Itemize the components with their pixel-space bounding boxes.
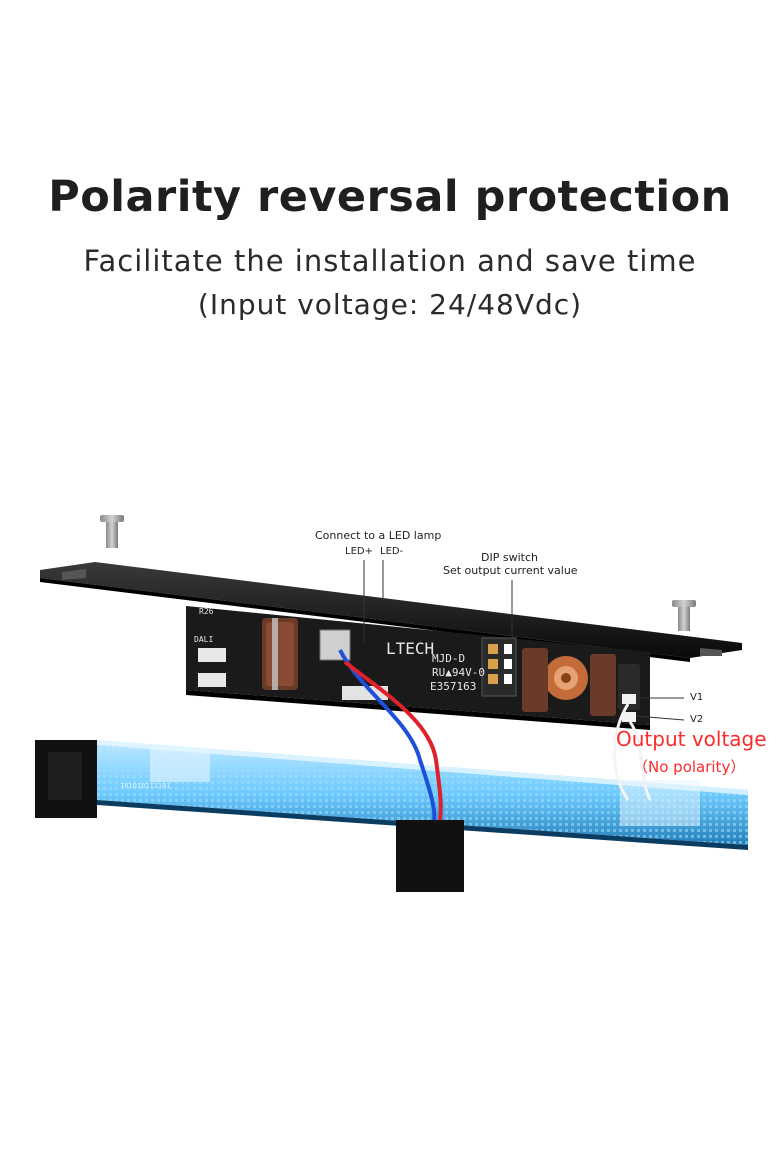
led-wires (338, 649, 443, 821)
pcb-r26-label: R26 (199, 607, 214, 616)
callout-v1: V1 (690, 692, 704, 703)
pcb-brand: LTECH (386, 639, 434, 658)
mount-stem (396, 820, 464, 892)
callout-led-minus: LED- (380, 546, 404, 557)
page-title: Polarity reversal protection (48, 172, 732, 222)
rail-binary-text: 101010111101 (120, 782, 171, 790)
page-subtitle: Facilitate the installation and save tim… (83, 244, 697, 278)
no-polarity-label: （No polarity） (633, 758, 746, 776)
output-voltage-label: Output voltage (616, 727, 767, 751)
callout-v2: V2 (690, 714, 704, 725)
callout-dip-switch: DIP switch (481, 551, 538, 564)
callout-connect-led-lamp: Connect to a LED lamp (315, 529, 442, 542)
input-voltage-note: (Input voltage: 24/48Vdc) (197, 288, 583, 321)
screw-left (100, 515, 124, 548)
pcb-dali-label: DALI (194, 635, 213, 644)
pcb-cert: RU▲94V-0 (432, 666, 485, 679)
callout-lines (363, 560, 685, 721)
pcb-serial: E357163 (430, 680, 476, 693)
driver-pcb: R26 DALI LTECH MJD-D RU▲94V-0 E357163 (186, 606, 650, 730)
callout-dip-description: Set output current value (443, 564, 578, 577)
callout-led-plus: LED+ (345, 546, 373, 557)
pcb-model: MJD-D (432, 652, 465, 665)
output-wires (612, 703, 652, 801)
screw-right (672, 600, 696, 631)
